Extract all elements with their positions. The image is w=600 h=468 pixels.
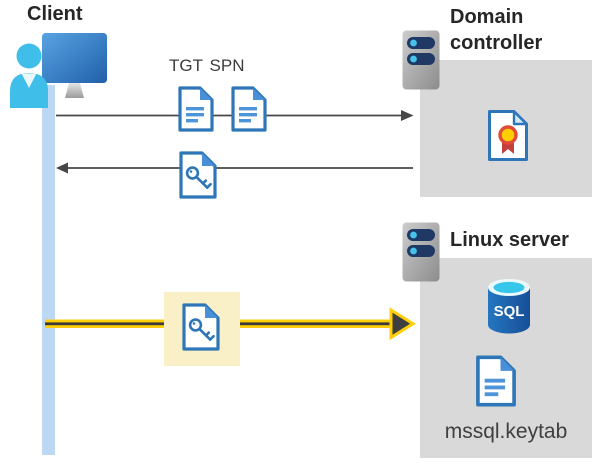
tgt-label: TGT [169,56,203,75]
sql-text: SQL [494,303,525,320]
certificate-icon [488,110,528,161]
key-ticket-icon [179,151,217,199]
highlighted-key-ticket-icon [182,303,220,351]
client-label: Client [27,3,83,25]
domain-controller-label: Domain controller [450,6,543,54]
person-icon [10,43,48,108]
arrowhead-left-icon [56,162,68,174]
key-icon [185,166,212,189]
arrowhead-right-icon [401,110,414,121]
domain-controller-server-icon [402,30,440,90]
key-icon [188,318,215,341]
monitor-icon [42,33,107,83]
ticket-response-arrow [56,162,413,174]
monitor-stand [65,83,84,98]
tgt-document-icon [178,86,214,132]
linux-server-label: Linux server [450,229,569,251]
client-user-workstation-icon [10,33,107,108]
sql-database-icon: SQL [488,279,530,334]
client-timeline-bar [42,85,55,455]
arrowhead-yellow-icon [389,307,416,341]
spn-document-icon [231,86,267,132]
keytab-document-icon [476,355,516,407]
spn-label: SPN [209,56,245,75]
ticket-request-arrow [56,110,414,121]
linux-server-icon [402,222,440,282]
keytab-label: mssql.keytab [444,420,568,443]
